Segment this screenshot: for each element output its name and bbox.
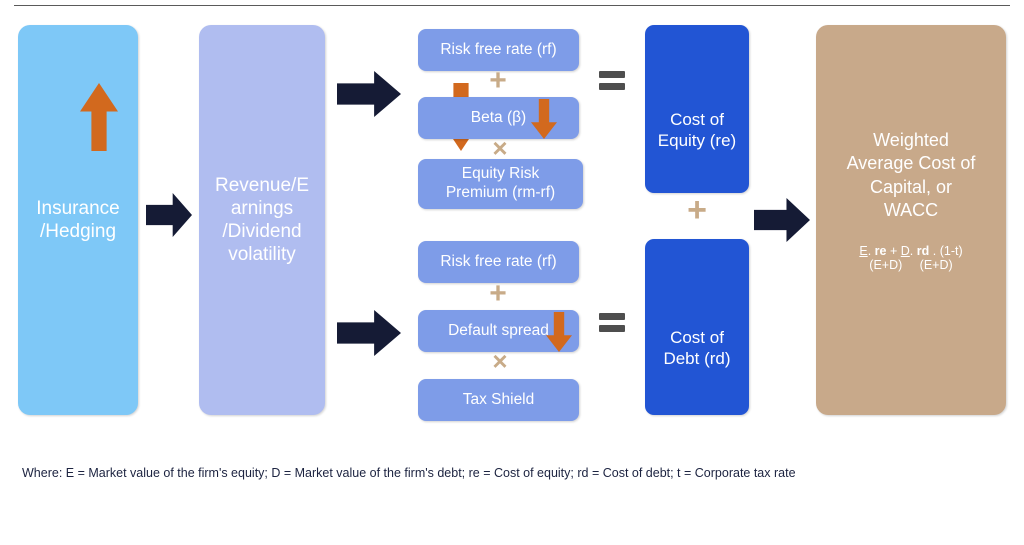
box-insurance-hedging[interactable]: Insurance /Hedging [18,25,138,415]
box-tax-shield[interactable]: Tax Shield [418,379,579,421]
operator-times-debt: × [492,346,508,376]
wacc-formula-operator-1: + [889,243,898,258]
box-volatility-label-line4: volatility [228,244,296,266]
box-insurance-label-line1: Insurance [36,197,120,219]
box-wacc[interactable]: Weighted Average Cost of Capital, or WAC… [816,25,1006,415]
wacc-formula-term-3: (1-t) [939,243,963,258]
operator-equals-equity [599,71,625,93]
box-cost-of-debt-label-line2: Debt (rd) [663,349,731,368]
equals-bar-bottom [599,325,625,332]
box-insurance-label-line2: /Hedging [39,221,117,242]
operator-plus-equity: + [489,64,507,97]
operator-plus-debt: + [489,277,507,310]
box-volatility-label-line3: /Dividend [222,221,302,242]
box-beta-label: Beta (β) [470,108,527,126]
box-wacc-title-line1: Weighted [873,130,949,150]
operator-times-equity: × [492,133,508,163]
equals-bar-top [599,313,625,320]
box-equity-risk-premium-label-line1: Equity Risk [461,165,540,183]
equals-bar-top [599,71,625,78]
box-tax-shield-label: Tax Shield [462,390,535,408]
operator-equals-debt [599,313,625,335]
box-cost-of-equity[interactable]: Cost of Equity (re) [645,25,749,193]
box-wacc-title-line3: Capital, or [869,176,953,197]
box-risk-free-rate-equity[interactable]: Risk free rate (rf) [418,29,579,71]
arrow-up-icon [80,83,118,151]
flow-arrow-insurance-to-volatility-icon [146,193,192,237]
box-beta[interactable]: Beta (β) [418,97,579,139]
box-wacc-title-line2: Average Cost of [846,153,976,174]
box-cost-of-equity-label-line1: Cost of [670,110,724,130]
box-revenue-earnings-dividend-volatility[interactable]: Revenue/E arnings /Dividend volatility [199,25,480,415]
wacc-formula-denominator-2: (E+D) [919,258,953,273]
wacc-formula-term-1: re [874,243,887,258]
box-cost-of-equity-label-line2: Equity (re) [657,131,737,150]
box-equity-risk-premium[interactable]: Equity Risk Premium (rm-rf) [418,159,583,209]
box-wacc-title: Weighted Average Cost of Capital, or WAC… [835,129,988,223]
box-risk-free-rate-equity-label: Risk free rate (rf) [440,40,557,58]
box-cost-of-debt-label-line1: Cost of [670,328,724,348]
box-risk-free-rate-debt[interactable]: Risk free rate (rf) [418,241,579,283]
operator-plus-combine: + [687,191,707,229]
wacc-formula-term-2: rd [916,243,930,258]
box-risk-free-rate-debt-label: Risk free rate (rf) [440,252,557,270]
wacc-formula-numerator-1: E [859,243,868,258]
flow-arrow-to-debt-branch-icon [337,310,401,356]
equals-bar-bottom [599,83,625,90]
box-default-spread[interactable]: Default spread [418,310,579,352]
wacc-formula-denominator-1: (E+D) [869,258,903,273]
flow-arrow-to-wacc-icon [754,198,810,242]
box-volatility-label-line1: Revenue/E [214,174,309,196]
wacc-formula-operator-2: . [932,243,937,258]
box-equity-risk-premium-label-line2: Premium (rm-rf) [445,184,556,201]
wacc-formula-numerator-2: D [900,243,910,258]
flow-arrow-to-equity-branch-icon [337,71,401,117]
wacc-formula-dot-1: . [867,243,872,258]
wacc-formula: E. re + D. rd . (1-t) (E+D) (E+D) [859,243,963,274]
box-default-spread-label: Default spread [448,321,549,339]
box-volatility-label-line2: arnings [230,197,294,219]
wacc-formula-dot-2: . [909,243,914,258]
box-cost-of-debt[interactable]: Cost of Debt (rd) [645,239,749,415]
top-divider-rule [14,5,1010,6]
diagram-canvas: Insurance /Hedging Revenue/E arnings /Di… [14,5,1010,480]
box-wacc-title-line4: WACC [883,200,939,221]
footnote-caption: Where: E = Market value of the firm's eq… [22,466,796,480]
